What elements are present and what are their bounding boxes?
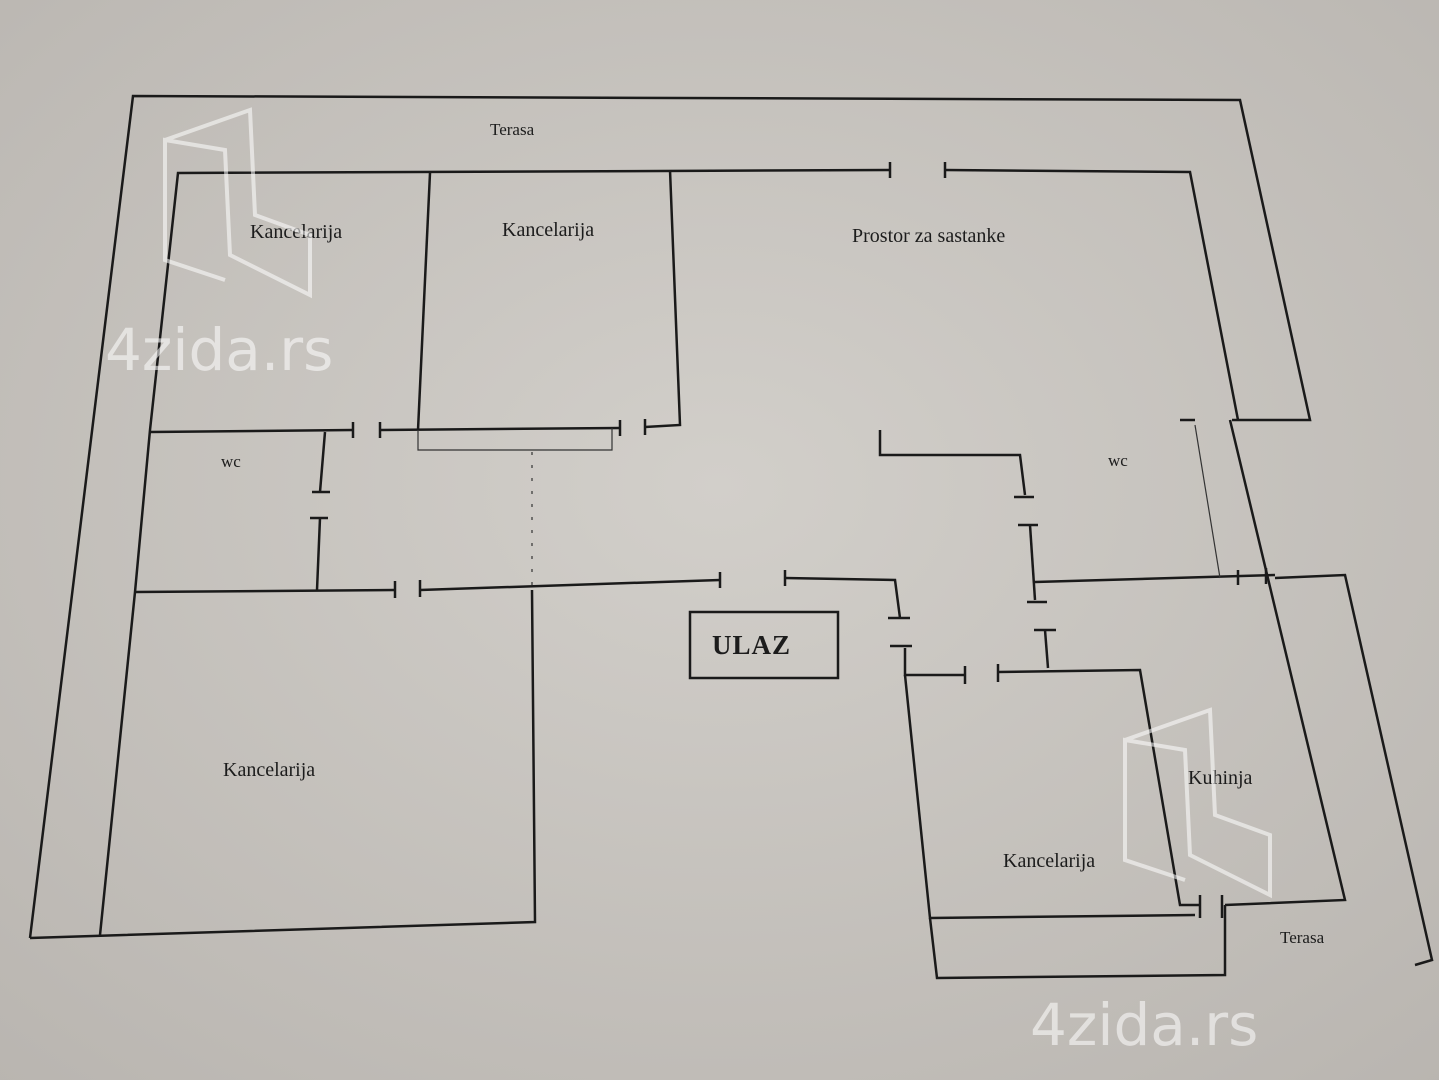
label-office-bottom-right: Kancelarija [1003,850,1095,872]
room-labels: Terasa Kancelarija Kancelarija Prostor z… [221,120,1325,947]
entrance-box [688,610,840,680]
label-meeting-room: Prostor za sastanke [852,225,1005,247]
walls [28,94,1434,980]
watermark-text: 4zida.rs [1030,991,1258,1059]
watermark-bottom: 4zida.rs [1030,707,1272,1059]
label-terrace-bottom: Terasa [1280,928,1325,947]
label-entrance: ULAZ [712,630,791,660]
label-kitchen: Kuhinja [1188,767,1253,789]
label-office-bottom-left: Kancelarija [223,759,315,781]
label-wc-right: wc [1108,451,1128,470]
label-office-top-middle: Kancelarija [502,219,594,241]
watermark-text: 4zida.rs [105,316,333,384]
watermark-top: 4zida.rs [105,107,333,384]
label-wc-left: wc [221,452,241,471]
label-terrace-top: Terasa [490,120,535,139]
